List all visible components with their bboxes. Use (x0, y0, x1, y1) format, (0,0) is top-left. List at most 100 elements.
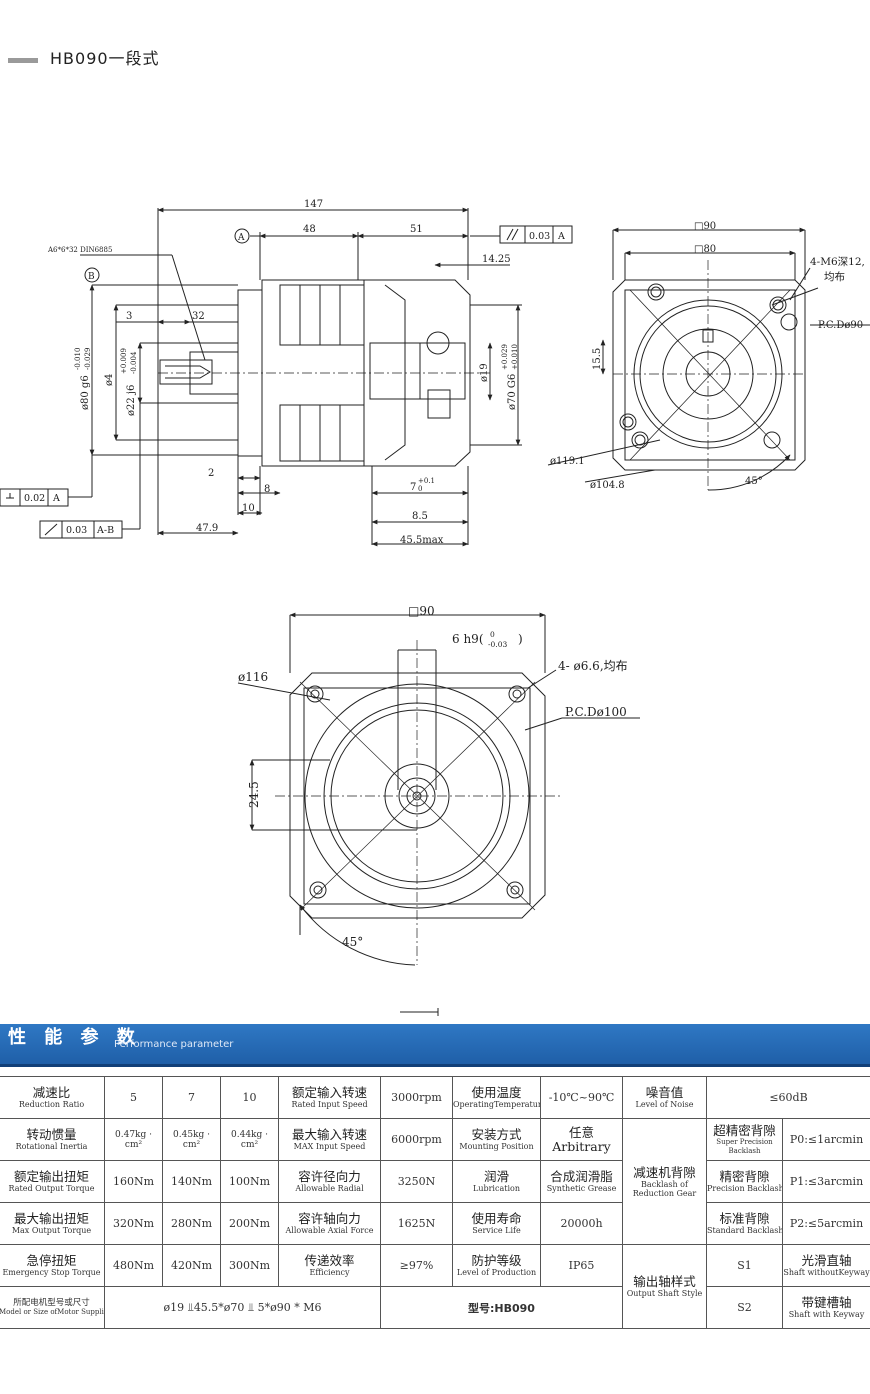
dim-48: 48 (303, 224, 316, 235)
inertia-5: 0.47kg · cm² (104, 1118, 163, 1161)
G6-tol-bot: +0.010 (511, 344, 519, 370)
rated-torque-7: 140Nm (162, 1160, 221, 1203)
keyway-label: 6 h9( (452, 632, 484, 646)
keyway-close: ) (518, 632, 523, 646)
ratio-10: 10 (220, 1076, 279, 1119)
dim-7-tol-top: +0.1 (418, 477, 435, 485)
dim-phi70: ø70 G6 (507, 374, 518, 410)
rated-torque-10: 100Nm (220, 1160, 279, 1203)
dim-147: 147 (304, 199, 323, 210)
model-label: 型号:HB090 (380, 1286, 623, 1329)
pcd-100: P.C.Dø100 (565, 705, 627, 719)
max-speed-value: 6000rpm (380, 1118, 453, 1161)
noise-value: ≤60dB (706, 1076, 870, 1119)
dim-7: 7 (410, 482, 416, 493)
inertia-7: 0.45kg · cm² (162, 1118, 221, 1161)
holes-label-2: 均布 (824, 271, 845, 283)
pcd-90: P.C.Dø90 (818, 320, 863, 331)
tol3-value: 0.03 (66, 525, 87, 536)
s1-code: S1 (706, 1244, 783, 1287)
dim-sq90-right: □90 (694, 221, 716, 232)
dim-24-5: 24.5 (247, 781, 261, 808)
front-holes-label: 4- ø6.6,均布 (558, 659, 628, 673)
performance-title: 性 能 参 数 (8, 1027, 141, 1048)
dim-phi4: ø4 (104, 374, 115, 386)
stop-torque-5: 480Nm (104, 1244, 163, 1287)
temp-value: -10℃~90℃ (540, 1076, 623, 1119)
tol2-value: 0.02 (24, 493, 45, 504)
j6-tol-bot: -0.004 (130, 351, 138, 374)
eff-value: ≥97% (380, 1244, 453, 1287)
p1-value: P1:≤3arcmin (782, 1160, 870, 1203)
rated-torque-5: 160Nm (104, 1160, 163, 1203)
tol2-ref: A (52, 493, 60, 504)
side-view (0, 207, 573, 547)
dim-15-5: 15.5 (592, 348, 603, 370)
dim-sq90-front: □90 (408, 604, 435, 618)
dim-sq80: □80 (694, 244, 716, 255)
ratio-7: 7 (162, 1076, 221, 1119)
dim-47-9: 47.9 (196, 523, 218, 534)
dim-8-5: 8.5 (412, 511, 428, 522)
datum-a-label: A (237, 233, 245, 243)
tol1-ref: A (557, 231, 565, 242)
angle-45-front: 45° (342, 935, 363, 949)
tol1-value: 0.03 (529, 231, 550, 242)
G6-tol-top: +0.029 (501, 344, 509, 370)
keyway-tol-bot: -0.03 (488, 640, 507, 649)
header-bar (8, 58, 38, 63)
section-title: HB090一段式 (50, 49, 160, 68)
keyway-tol-top: 0 (490, 630, 495, 639)
technical-drawing: 147 48 51 14.25 A B A6*6*32 DIN6885 0.03… (0, 199, 870, 1016)
life-value: 20000h (540, 1202, 623, 1245)
stop-torque-7: 420Nm (162, 1244, 221, 1287)
j6-tol-top: +0.009 (120, 348, 128, 374)
datum-b-label: B (88, 272, 95, 282)
dim-phi80: ø80 g6 (80, 375, 91, 410)
performance-subtitle: Performance parameter (114, 1039, 234, 1050)
dim-phi104: ø104.8 (590, 480, 625, 491)
dim-45-5: 45.5max (400, 535, 444, 546)
prot-value: IP65 (540, 1244, 623, 1287)
motor-value: ø19 ⫫45.5*ø70 ⫫ 5*ø90 * M6 (104, 1286, 381, 1329)
dim-8: 8 (264, 484, 270, 495)
dim-phi22: ø22 j6 (126, 385, 137, 416)
p2-value: P2:≤5arcmin (782, 1202, 870, 1245)
dim-2: 2 (208, 468, 214, 479)
stop-torque-10: 300Nm (220, 1244, 279, 1287)
tol3-ref: A-B (96, 525, 114, 536)
p0-value: P0:≤1arcmin (782, 1118, 870, 1161)
dim-3: 3 (126, 311, 132, 322)
dim-7-tol-bot: 0 (418, 485, 422, 493)
max-torque-7: 280Nm (162, 1202, 221, 1245)
g6-tol-top: -0.010 (74, 348, 82, 370)
